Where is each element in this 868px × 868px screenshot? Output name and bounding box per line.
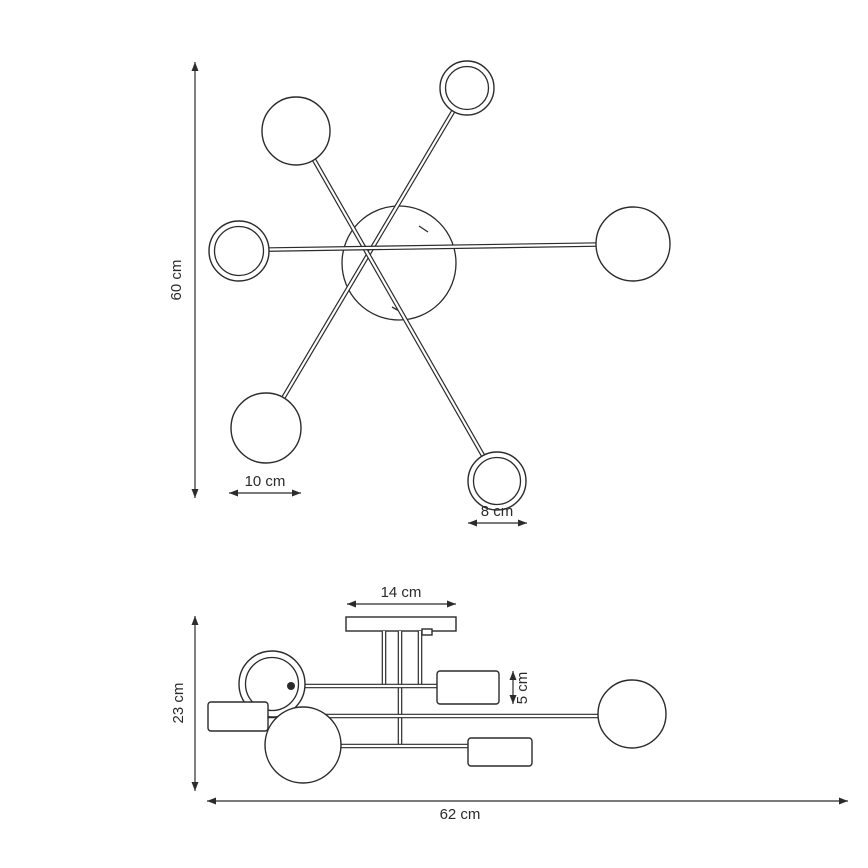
lamp-arm-diagonal-2 bbox=[295, 128, 499, 482]
shade-bottom bbox=[467, 737, 533, 767]
dimension-label-fixture-width: 62 cm bbox=[440, 806, 481, 823]
globe-top-right bbox=[439, 60, 495, 116]
shade-left bbox=[207, 701, 269, 732]
ceiling-mount-plate bbox=[345, 616, 457, 632]
socket-detail bbox=[287, 682, 295, 690]
dimension-label-canopy-width: 14 cm bbox=[381, 584, 422, 601]
top-view: 60 cm bbox=[168, 60, 671, 527]
globe-left bbox=[208, 220, 270, 282]
dimension-label-small-globe: 8 cm bbox=[481, 503, 514, 520]
dimension-label-large-globe: 10 cm bbox=[245, 473, 286, 490]
globe-right bbox=[595, 206, 671, 282]
globe-bottom-right bbox=[467, 451, 527, 511]
globe-bottom-left bbox=[230, 392, 302, 464]
ceiling-canopy bbox=[341, 205, 457, 321]
shade-right bbox=[436, 670, 500, 705]
globe-side-left-lower bbox=[264, 706, 342, 784]
lamp-arm-diagonal-1 bbox=[264, 86, 469, 429]
dimension-label-shade-height: 5 cm bbox=[514, 672, 531, 705]
mount-screw bbox=[421, 628, 433, 636]
lamp-arm-horizontal bbox=[239, 241, 634, 253]
globe-side-left-upper bbox=[238, 650, 306, 718]
dimension-label-overall-height: 60 cm bbox=[168, 260, 185, 301]
dimension-label-fixture-height: 23 cm bbox=[170, 683, 187, 724]
side-view: 14 cm bbox=[170, 584, 848, 823]
globe-top-left bbox=[261, 96, 331, 166]
globe-side-right bbox=[597, 679, 667, 749]
canopy-screw-detail bbox=[418, 225, 429, 233]
